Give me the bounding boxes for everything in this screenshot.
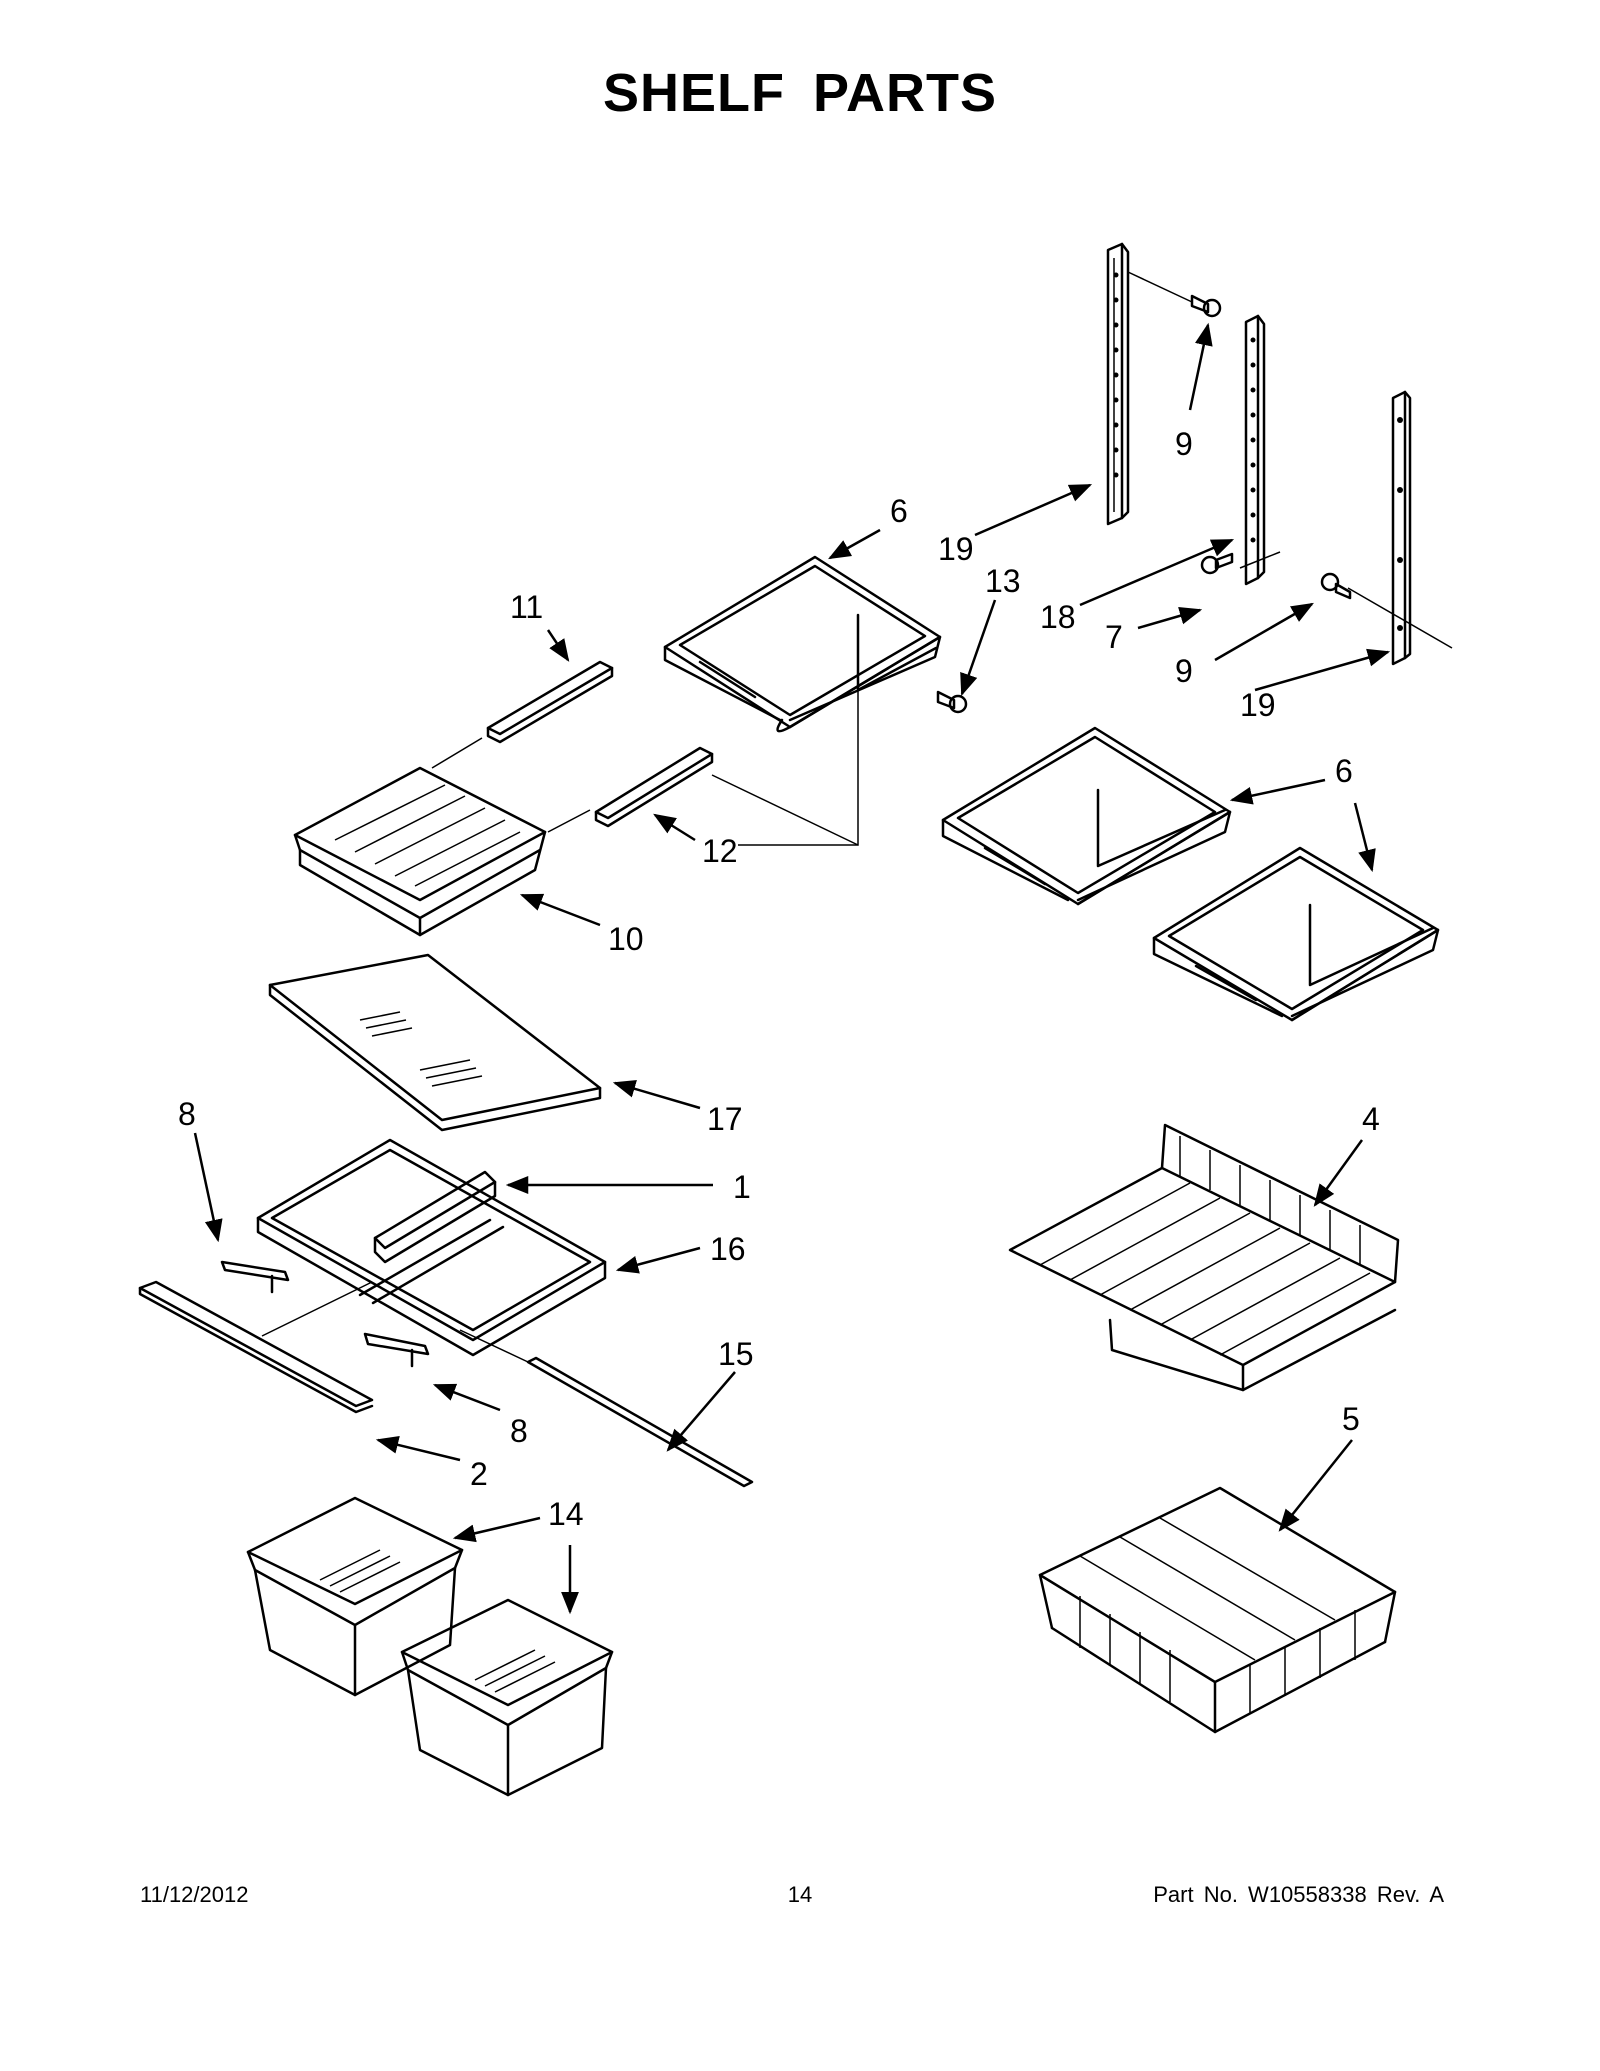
callout-14: 14 xyxy=(548,1496,584,1532)
shelf-rail-left xyxy=(1106,242,1130,526)
callout-2: 2 xyxy=(470,1456,488,1492)
shelf-frame-assembly xyxy=(256,1138,607,1357)
callout-15: 15 xyxy=(718,1336,754,1372)
footer-page-number: 14 xyxy=(787,1882,813,1907)
glass-shelf xyxy=(268,953,602,1132)
wire-basket xyxy=(1038,1486,1397,1734)
wire-shelf xyxy=(1008,1123,1400,1392)
deli-drawer-left xyxy=(246,1496,464,1697)
callout-19-lower: 19 xyxy=(1240,687,1276,723)
callout-18: 18 xyxy=(1040,599,1076,635)
callout-4: 4 xyxy=(1362,1101,1380,1137)
callout-19-upper: 19 xyxy=(938,531,974,567)
drawer-slide-12 xyxy=(594,746,714,828)
shelf-frame-top xyxy=(663,555,942,733)
shelf-trim-clip-lower xyxy=(363,1332,430,1368)
front-trim xyxy=(138,1280,374,1414)
callout-7: 7 xyxy=(1105,619,1123,655)
callout-9-upper: 9 xyxy=(1175,426,1193,462)
callout-8-lower: 8 xyxy=(510,1413,528,1449)
screw-9-upper xyxy=(1190,294,1222,318)
crisper-pan xyxy=(293,766,547,937)
callout-12: 12 xyxy=(702,833,738,869)
callout-16: 16 xyxy=(710,1231,746,1267)
screw-7 xyxy=(1200,552,1234,575)
leader-lines xyxy=(193,322,1391,1615)
shelf-frame-middle xyxy=(941,726,1232,906)
callout-6-middle: 6 xyxy=(1335,753,1353,789)
callout-6-top: 6 xyxy=(890,493,908,529)
page-title: SHELF PARTS xyxy=(602,63,997,123)
shelf-trim-clip-upper xyxy=(220,1260,290,1294)
callout-13: 13 xyxy=(985,563,1021,599)
callout-17: 17 xyxy=(707,1101,743,1137)
callout-8-upper: 8 xyxy=(178,1096,196,1132)
callout-11: 11 xyxy=(510,589,543,625)
callout-1: 1 xyxy=(733,1169,751,1205)
callout-5: 5 xyxy=(1342,1401,1360,1437)
callout-10: 10 xyxy=(608,921,644,957)
shelf-rail-right xyxy=(1391,390,1412,666)
shelf-frame-lower xyxy=(1152,846,1440,1022)
screw-13 xyxy=(936,690,968,714)
footer-part-number: Part No. W10558338 Rev. A xyxy=(1153,1882,1444,1907)
footer-date: 11/12/2012 xyxy=(140,1882,249,1907)
callout-9-lower: 9 xyxy=(1175,653,1193,689)
drawer-slide-11 xyxy=(486,660,614,744)
divider-bar xyxy=(373,1170,497,1264)
screw-9-lower xyxy=(1320,572,1352,600)
deli-drawer-right xyxy=(400,1598,614,1797)
shelf-rail-center xyxy=(1244,314,1266,586)
support-rod xyxy=(459,1329,754,1488)
